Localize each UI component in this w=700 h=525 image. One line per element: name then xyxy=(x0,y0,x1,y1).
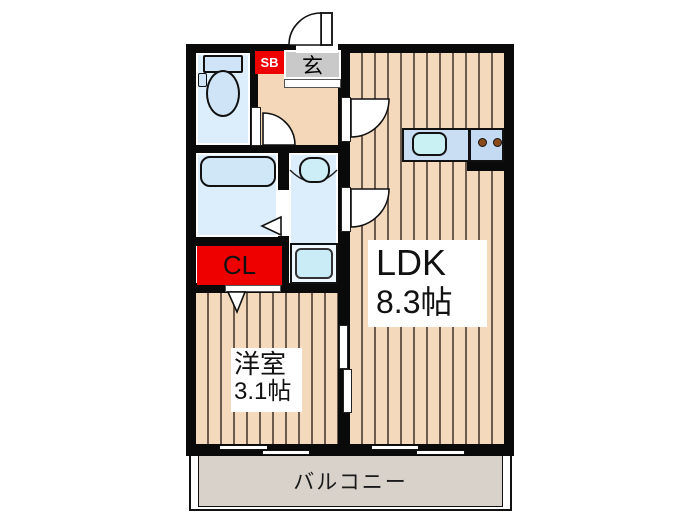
genkan-label: 玄 xyxy=(302,54,323,78)
ldk-label: LDK 8.3帖 xyxy=(368,240,487,327)
washbasin-bowl xyxy=(299,157,330,183)
ldk-door-swing-1 xyxy=(350,98,390,138)
closet-door-bar xyxy=(225,285,281,292)
stove-burner-1 xyxy=(478,138,487,147)
shoe-box: SB xyxy=(255,51,284,74)
genkan-area: 玄 xyxy=(284,50,341,79)
entrance-door-swing xyxy=(288,12,322,46)
toilet-flush-handle xyxy=(198,73,207,87)
shoe-box-label: SB xyxy=(260,55,279,70)
ldk-name: LDK xyxy=(376,242,447,283)
entrance-door-gap xyxy=(296,44,338,53)
closet-label: CL xyxy=(222,250,257,280)
window-western-pane-1 xyxy=(219,445,268,450)
sliding-door-panel-2 xyxy=(343,369,352,413)
wall-bath-closet xyxy=(196,237,289,246)
bathroom-door-arrow xyxy=(260,215,282,237)
wall-toilet-right xyxy=(250,53,258,145)
bathtub xyxy=(200,156,276,187)
ldk-size: 8.3帖 xyxy=(376,283,453,320)
ldk-door-swing-2 xyxy=(350,188,390,228)
window-ldk-pane-1 xyxy=(371,445,419,450)
balcony-area: バルコニー xyxy=(198,454,503,507)
stove-burner-2 xyxy=(493,138,502,147)
sliding-door-panel-1 xyxy=(339,325,348,369)
kitchen-sink xyxy=(412,132,447,156)
window-ldk-pane-2 xyxy=(416,450,465,455)
closet: CL xyxy=(197,246,282,285)
genkan-step xyxy=(284,79,341,88)
toilet-door-leaf xyxy=(251,107,261,146)
balcony-label: バルコニー xyxy=(293,470,408,494)
wall-hall-bath xyxy=(196,145,350,153)
closet-door-arrow xyxy=(226,291,247,315)
wall-right xyxy=(504,44,514,456)
wall-left xyxy=(186,44,196,456)
western-room-label: 洋室 3.1帖 xyxy=(231,348,302,412)
western-room-name: 洋室 xyxy=(234,349,287,379)
window-western-pane-2 xyxy=(262,450,310,455)
toilet-bowl xyxy=(206,70,240,117)
toilet-door-swing xyxy=(262,112,296,146)
bathroom-door-gap xyxy=(278,190,289,236)
wall-top xyxy=(186,44,514,53)
western-room-floor xyxy=(196,292,338,444)
kitchen-counter-edge xyxy=(467,162,504,171)
kitchen-counter-stove-section xyxy=(469,128,504,162)
western-room-size: 3.1帖 xyxy=(234,378,292,406)
washing-machine-pan-inner xyxy=(295,248,333,279)
